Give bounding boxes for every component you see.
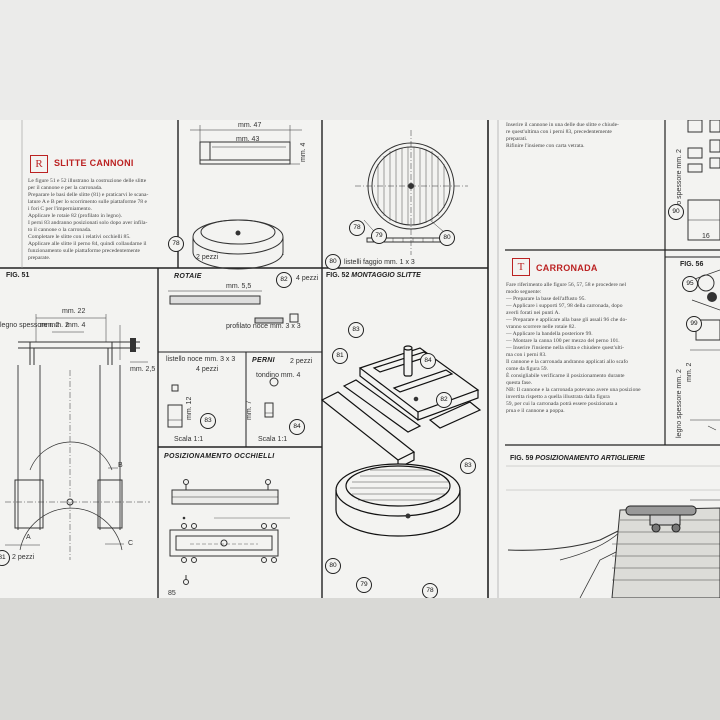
fig-59-number: FIG. 59 (510, 455, 534, 462)
fig-52-label: FIG. 52 MONTAGGIO SLITTE (326, 272, 421, 279)
part-83-top: 83 (348, 322, 364, 338)
section-t-title: CARRONADA (536, 263, 598, 273)
fig-52-caption: MONTAGGIO SLITTE (351, 272, 421, 279)
part-79-strip: 79 (371, 228, 387, 244)
dim-mm7: mm. 7 (246, 400, 253, 420)
label-tondino: tondino mm. 4 (256, 372, 301, 379)
dim-mm4-vertical: mm. 4 (300, 142, 307, 162)
label-2-pezzi-78: 2 pezzi (196, 254, 219, 261)
part-78-base: 78 (422, 583, 438, 598)
perni-title: PERNI (252, 357, 275, 364)
fig-59-label: FIG. 59 POSIZIONAMENTO ARTIGLIERIE (510, 455, 645, 462)
part-82-slide: 82 (436, 392, 452, 408)
dim-mm12: mm. 12 (186, 396, 193, 420)
dim-mm2-right: mm. 2 (686, 362, 693, 382)
dim-mm4: mm. 4 (66, 322, 86, 329)
dim-mm43: mm. 43 (236, 136, 260, 143)
label-listello-83: listello noce mm. 3 x 3 (166, 356, 236, 363)
part-81-slide: 81 (332, 348, 348, 364)
part-82-rotaie: 82 (276, 272, 292, 288)
label-4-pezzi: 4 pezzi (296, 275, 319, 282)
label-scala-2: Scala 1:1 (258, 436, 288, 443)
label-2-pezzi-81: 2 pezzi (12, 554, 35, 561)
fig-52-number: FIG. 52 (326, 272, 350, 279)
dim-mm5-5: mm. 5,5 (226, 283, 252, 290)
top-right-text: Inserire il cannone in una delle due sli… (506, 122, 619, 149)
part-84-perni: 84 (289, 419, 305, 435)
part-83-perni: 83 (200, 413, 216, 429)
label-85: 85 (168, 590, 176, 597)
dim-mm22: mm. 22 (62, 308, 86, 315)
section-t-letter: T (512, 258, 530, 276)
dim-mm47: mm. 47 (238, 122, 262, 129)
part-99: 99 (686, 316, 702, 332)
section-r-letter: R (30, 155, 48, 173)
label-2-pezzi-84: 2 pezzi (290, 358, 313, 365)
label-listelli-80: listelli faggio mm. 1 x 3 (344, 259, 415, 266)
dim-mm2: mm. 2 (40, 322, 60, 329)
top-margin (0, 0, 720, 120)
part-78-ring: 78 (168, 236, 184, 252)
table-surface (0, 598, 720, 720)
part-95: 95 (682, 276, 698, 292)
label-legno-spessore: legno spessore mm. 2 (0, 322, 69, 329)
part-90: 90 (668, 204, 684, 220)
occhielli-caption: POSIZIONAMENTO OCCHIELLI (164, 453, 275, 460)
label-a: A (26, 534, 31, 541)
label-profilato: profilato noce mm. 3 x 3 (226, 323, 301, 330)
section-t-text: Fare riferimento alle figure 56, 57, 58 … (506, 282, 641, 414)
part-80-label: 80 (325, 254, 341, 270)
label-c: C (128, 540, 134, 547)
fig-51-label: FIG. 51 (6, 272, 30, 279)
label-16: 16 (702, 233, 710, 240)
section-r-text: Le figure 51 e 52 illustrano la costruzi… (28, 178, 149, 261)
rotaie-title: ROTAIE (174, 273, 202, 280)
part-78-platform: 78 (349, 220, 365, 236)
fig-56-label: FIG. 56 (680, 261, 704, 268)
part-84-top: 84 (420, 353, 436, 369)
label-scala-1: Scala 1:1 (174, 436, 204, 443)
instruction-sheet: R SLITTE CANNONI Le figure 51 e 52 illus… (0, 120, 720, 598)
part-79-base: 79 (356, 577, 372, 593)
fig-59-caption: POSIZIONAMENTO ARTIGLIERIE (535, 455, 645, 462)
label-legno-spessore-right-2: legno spessore mm. 2 (676, 369, 683, 438)
dim-mm2-5: mm. 2,5 (130, 366, 156, 373)
section-r-title: SLITTE CANNONI (54, 158, 134, 168)
part-80-base: 80 (325, 558, 341, 574)
label-b: B (118, 462, 123, 469)
label-4-pezzi-83: 4 pezzi (196, 366, 219, 373)
technical-drawings (0, 120, 720, 598)
part-83-bottom: 83 (460, 458, 476, 474)
part-80-platform: 80 (439, 230, 455, 246)
